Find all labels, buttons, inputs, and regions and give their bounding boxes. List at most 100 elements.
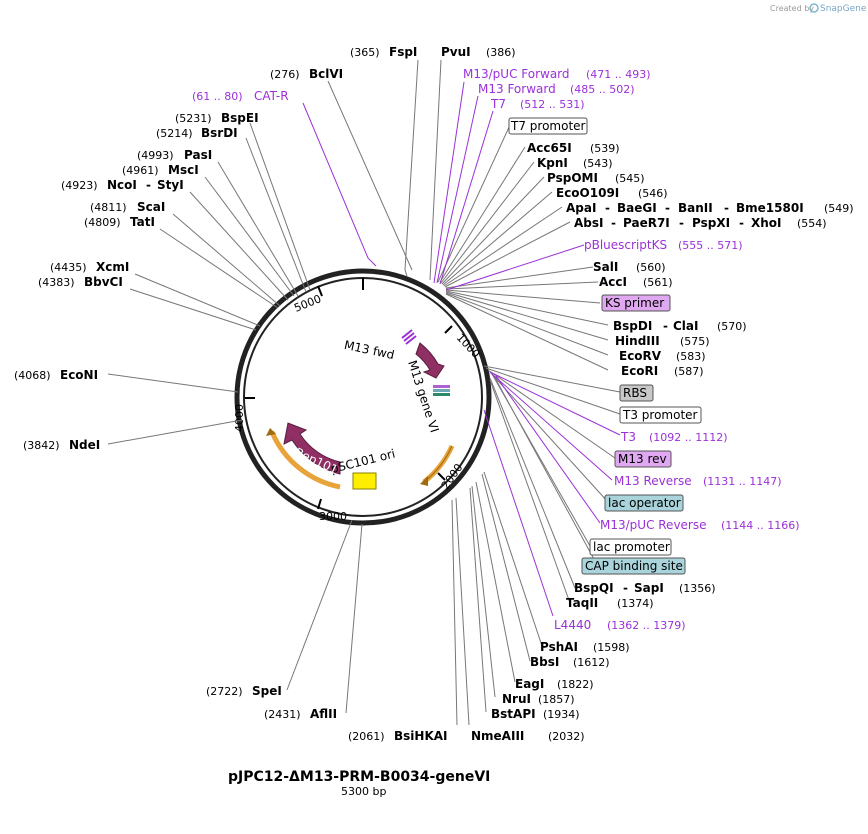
pSC101-ori-box xyxy=(352,472,377,490)
enzyme-sapi: SapI xyxy=(634,581,664,595)
enzyme-pos-econi: (4068) xyxy=(14,369,51,382)
feature-label-rep101: Rep101 xyxy=(293,445,340,477)
enzyme-pasi: PasI xyxy=(184,148,212,162)
enzyme-pos-xcmi: (4435) xyxy=(50,261,87,274)
enzyme-pos-bbvci: (4383) xyxy=(38,276,75,289)
enzyme-acci: AccI xyxy=(599,275,627,289)
enzyme-sep: - xyxy=(679,216,684,230)
enzyme-bbsi: BbsI xyxy=(530,655,559,669)
enzyme-ecori: EcoRI xyxy=(621,364,658,378)
enzyme-pos-sali: (560) xyxy=(636,261,666,274)
enzyme-sep: - xyxy=(605,201,610,215)
enzyme-taqii: TaqII xyxy=(566,596,598,610)
primer-t3: T3 xyxy=(620,430,636,444)
primer-m13-puc-reverse: M13/pUC Reverse xyxy=(600,518,707,532)
enzyme-pos-bspei: (5231) xyxy=(175,112,212,125)
enzyme-pos-fspi: (365) xyxy=(350,46,380,59)
enzyme-pos-ecoo109i: (546) xyxy=(638,187,668,200)
enzyme-sep: - xyxy=(665,201,670,215)
primer-pos-t7: (512 .. 531) xyxy=(520,98,585,111)
enzyme-econi: EcoNI xyxy=(60,368,98,382)
enzyme-paer7i: PaeR7I xyxy=(623,216,670,230)
enzyme-pos-apai: (549) xyxy=(824,202,854,215)
pSC101-arc-head xyxy=(266,428,276,436)
enzyme-scai: ScaI xyxy=(137,200,165,214)
svg-text:CAP binding site: CAP binding site xyxy=(585,559,683,573)
tick-label-1000: 1000 xyxy=(454,331,483,360)
svg-text:T7 promoter: T7 promoter xyxy=(510,119,586,133)
enzyme-pos-hindiii: (575) xyxy=(680,335,710,348)
feature-label-pSC101-ori: pSC101 ori xyxy=(329,447,396,477)
enzyme-pos-bsihkai: (2061) xyxy=(348,730,385,743)
enzyme-pos-ecorv: (583) xyxy=(676,350,706,363)
enzyme-ecoo109i: EcoO109I xyxy=(556,186,619,200)
enzyme-sep: - xyxy=(611,216,616,230)
enzyme-pos-pvui: (386) xyxy=(486,46,516,59)
enzyme-pspomi: PspOMI xyxy=(547,171,598,185)
enzyme-pspxi: PspXI xyxy=(692,216,730,230)
enzyme-pshai: PshAI xyxy=(540,640,578,654)
enzyme-pos-bbsi: (1612) xyxy=(573,656,610,669)
credit-text: Created by xyxy=(770,4,814,13)
enzyme-pos-nrui: (1857) xyxy=(538,693,575,706)
enzyme-tati: TatI xyxy=(130,215,155,229)
pSC101-arc-orange xyxy=(269,431,341,490)
enzyme-acc65i: Acc65I xyxy=(527,141,572,155)
plasmid-backbone-outer xyxy=(234,268,492,526)
enzyme-ecorv: EcoRV xyxy=(619,349,662,363)
tick-label-4000: 4000 xyxy=(233,404,246,432)
enzyme-pos-nmeaiii: (2032) xyxy=(548,730,585,743)
enzyme-bspdi: BspDI xyxy=(613,319,652,333)
enzyme-pos-bsrdi: (5214) xyxy=(156,127,193,140)
enzyme-nmeaiii: NmeAIII xyxy=(471,729,524,743)
enzyme-pos-bclvi: (276) xyxy=(270,68,300,81)
enzyme-kpni: KpnI xyxy=(537,156,568,170)
enzyme-sali: SalI xyxy=(593,260,618,274)
enzyme-pos-aflii: (2431) xyxy=(264,708,301,721)
enzyme-leader-lines xyxy=(107,59,621,726)
feature-label-m13-fwd: M13 fwd xyxy=(343,338,396,362)
enzyme-bspqi: BspQI xyxy=(574,581,614,595)
boxed-label-ks-primer: KS primer xyxy=(601,294,671,312)
enzyme-pos-acci: (561) xyxy=(643,276,673,289)
enzyme-msci: MscI xyxy=(168,163,199,177)
enzyme-pvui: PvuI xyxy=(441,45,471,59)
enzyme-bbvci: BbvCI xyxy=(84,275,123,289)
primer-pbluescriptks: pBluescriptKS xyxy=(584,238,667,252)
enzyme-hindiii: HindIII xyxy=(615,334,660,348)
primer-pos-m13-puc-forward: (471 .. 493) xyxy=(586,68,651,81)
enzyme-spei: SpeI xyxy=(252,684,282,698)
m13-gene-vi-arrow xyxy=(415,342,445,379)
snapgene-logo-icon xyxy=(809,3,819,13)
enzyme-pos-ecori: (587) xyxy=(674,365,704,378)
enzyme-pos-tati: (4809) xyxy=(84,216,121,229)
svg-text:T3 promoter: T3 promoter xyxy=(622,408,698,422)
enzyme-sep: - xyxy=(724,201,729,215)
enzyme-sep: - xyxy=(623,581,628,595)
primer-m13-puc-forward: M13/pUC Forward xyxy=(463,67,570,81)
enzyme-ncoi: NcoI xyxy=(107,178,137,192)
enzyme-pos-absi: (554) xyxy=(797,217,827,230)
primer-pos-m13-puc-reverse: (1144 .. 1166) xyxy=(721,519,800,532)
enzyme-bstapi: BstAPI xyxy=(491,707,536,721)
enzyme-pos-bstapi: (1934) xyxy=(543,708,580,721)
enzyme-aflii: AflII xyxy=(310,707,337,721)
rep101-arrow xyxy=(283,422,341,475)
enzyme-xhoi: XhoI xyxy=(751,216,782,230)
plasmid-title: pJPC12-ΔM13-PRM-B0034-geneVI xyxy=(228,769,490,785)
enzyme-bsihkai: BsiHKAI xyxy=(394,729,448,743)
enzyme-bspei: BspEI xyxy=(221,111,259,125)
enzyme-pos-bspdi: (570) xyxy=(717,320,747,333)
enzyme-apai: ApaI xyxy=(566,201,596,215)
enzyme-baegi: BaeGI xyxy=(617,201,657,215)
enzyme-sep: - xyxy=(739,216,744,230)
enzyme-sep: - xyxy=(146,178,151,192)
boxed-label-rbs: RBS xyxy=(619,384,654,402)
enzyme-styi: StyI xyxy=(157,178,184,192)
tick-marks xyxy=(245,278,453,510)
primer-leader-lines xyxy=(302,81,621,617)
enzyme-pos-msci: (4961) xyxy=(122,164,159,177)
enzyme-ndei: NdeI xyxy=(69,438,100,452)
tick-2000 xyxy=(437,472,446,481)
tick-label-3000: 3000 xyxy=(319,510,347,523)
